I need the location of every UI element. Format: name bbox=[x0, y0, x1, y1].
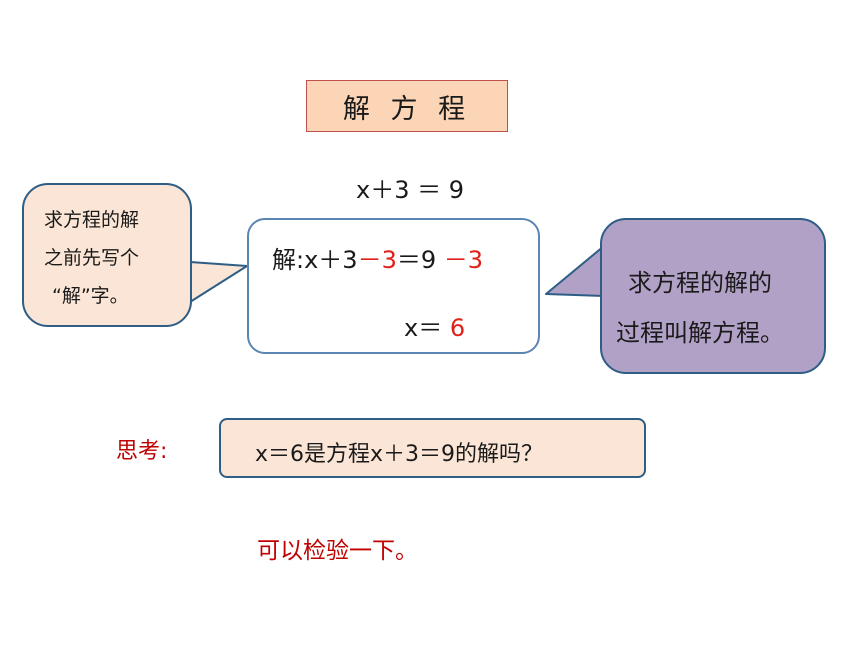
right-note-line: 求方程的解的 bbox=[628, 269, 772, 297]
think-box bbox=[219, 418, 646, 478]
left-bubble-tail bbox=[189, 261, 248, 303]
right-bubble-tail bbox=[545, 245, 605, 297]
right-note-line: 过程叫解方程。 bbox=[616, 319, 784, 347]
solution-prefix: x＝ bbox=[404, 314, 450, 342]
solution-line-1: 解:x＋3－3＝9 －3 bbox=[272, 240, 483, 275]
left-speech-bubble bbox=[22, 183, 192, 327]
solution-prefix: 解: bbox=[272, 246, 305, 274]
solution-line-2: x＝ 6 bbox=[404, 308, 465, 343]
solution-term: ＝9 bbox=[396, 246, 444, 274]
left-note-line: 求方程的解 bbox=[44, 209, 140, 231]
solution-box bbox=[247, 218, 540, 354]
think-label: 思考: bbox=[116, 439, 168, 464]
page-title: 解 方 程 bbox=[306, 80, 508, 132]
think-question: x＝6是方程x＋3＝9的解吗？ bbox=[255, 442, 544, 467]
left-note-line: 之前先写个 bbox=[44, 247, 140, 269]
answer-text: 可以检验一下。 bbox=[257, 538, 418, 564]
left-note: 求方程的解 之前先写个 “解”字。 bbox=[44, 201, 180, 315]
solution-term: x＋3 bbox=[304, 246, 358, 274]
solution-subtract: －3 bbox=[443, 246, 484, 274]
solution-value: 6 bbox=[449, 314, 466, 342]
right-speech-bubble bbox=[600, 218, 826, 374]
left-note-line: “解”字。 bbox=[52, 285, 129, 307]
solution-subtract: －3 bbox=[357, 246, 397, 274]
right-note: 求方程的解的 过程叫解方程。 bbox=[616, 258, 822, 358]
equation: x＋3 ＝ 9 bbox=[356, 176, 464, 204]
